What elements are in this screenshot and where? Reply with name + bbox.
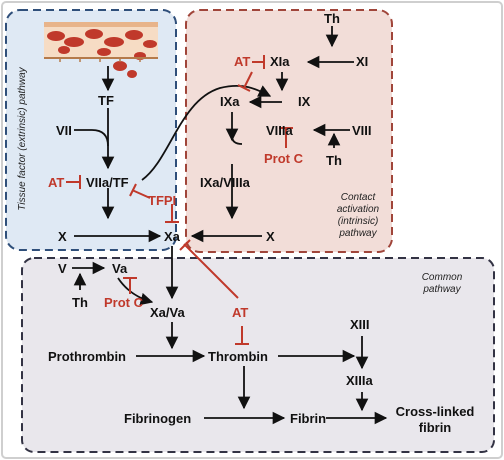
factor-xa: Xa [164, 229, 180, 244]
factor-x-right: X [266, 229, 275, 244]
inhibitor-prot-c-top: Prot C [264, 151, 303, 166]
intrinsic-label-line3: (intrinsic) [337, 216, 379, 227]
factor-fibrinogen: Fibrinogen [124, 411, 192, 426]
inhibitor-at-low: AT [232, 305, 249, 320]
intrinsic-label-line1: Contact [340, 192, 376, 203]
intrinsic-label-line4: pathway [339, 228, 377, 239]
factor-crosslinked-fibrin: Cross-linked fibrin [388, 404, 482, 436]
factor-xi: XI [356, 54, 369, 69]
factor-ixa-viiia: IXa/VIIIa [200, 175, 250, 190]
factor-fibrin: Fibrin [290, 411, 327, 426]
factor-ix: IX [298, 94, 311, 109]
factor-vii: VII [56, 123, 72, 138]
blood-vessel-illustration [44, 22, 158, 78]
factor-xia: XIa [270, 54, 290, 69]
factor-x-left: X [58, 229, 67, 244]
common-pathway-box [21, 257, 495, 453]
intrinsic-label-line2: activation [336, 204, 380, 215]
factor-xiii: XIII [350, 317, 370, 332]
factor-xa-va: Xa/Va [150, 305, 185, 320]
factor-th-top: Th [324, 11, 340, 26]
factor-viiia: VIIIa [266, 123, 293, 138]
factor-thrombin: Thrombin [208, 349, 268, 364]
factor-xiiia: XIIIa [346, 373, 373, 388]
common-label-line1: Common [421, 272, 463, 283]
common-pathway-label: Common pathway [410, 272, 474, 296]
inhibitor-at-xia: AT [234, 54, 251, 69]
factor-viia-tf: VIIa/TF [86, 175, 129, 190]
inhibitor-prot-c-low: Prot C [104, 295, 143, 310]
factor-va: Va [112, 261, 128, 276]
inhibitor-at-left: AT [48, 175, 65, 190]
factor-tf: TF [98, 93, 114, 108]
common-label-line2: pathway [423, 284, 461, 295]
factor-ixa: IXa [220, 94, 240, 109]
factor-prothrombin: Prothrombin [48, 349, 126, 364]
intrinsic-pathway-box [185, 9, 393, 253]
crosslinked-line1: Cross-linked [395, 404, 475, 419]
factor-viii: VIII [352, 123, 372, 138]
factor-th-mid: Th [326, 153, 342, 168]
intrinsic-pathway-label: Contact activation (intrinsic) pathway [326, 192, 390, 240]
inhibitor-tfpi: TFPI [148, 193, 177, 208]
crosslinked-line2: fibrin [418, 420, 452, 435]
extrinsic-pathway-label: Tissue factor (extrinsic) pathway [17, 67, 28, 211]
factor-th-low: Th [72, 295, 88, 310]
factor-v: V [58, 261, 67, 276]
